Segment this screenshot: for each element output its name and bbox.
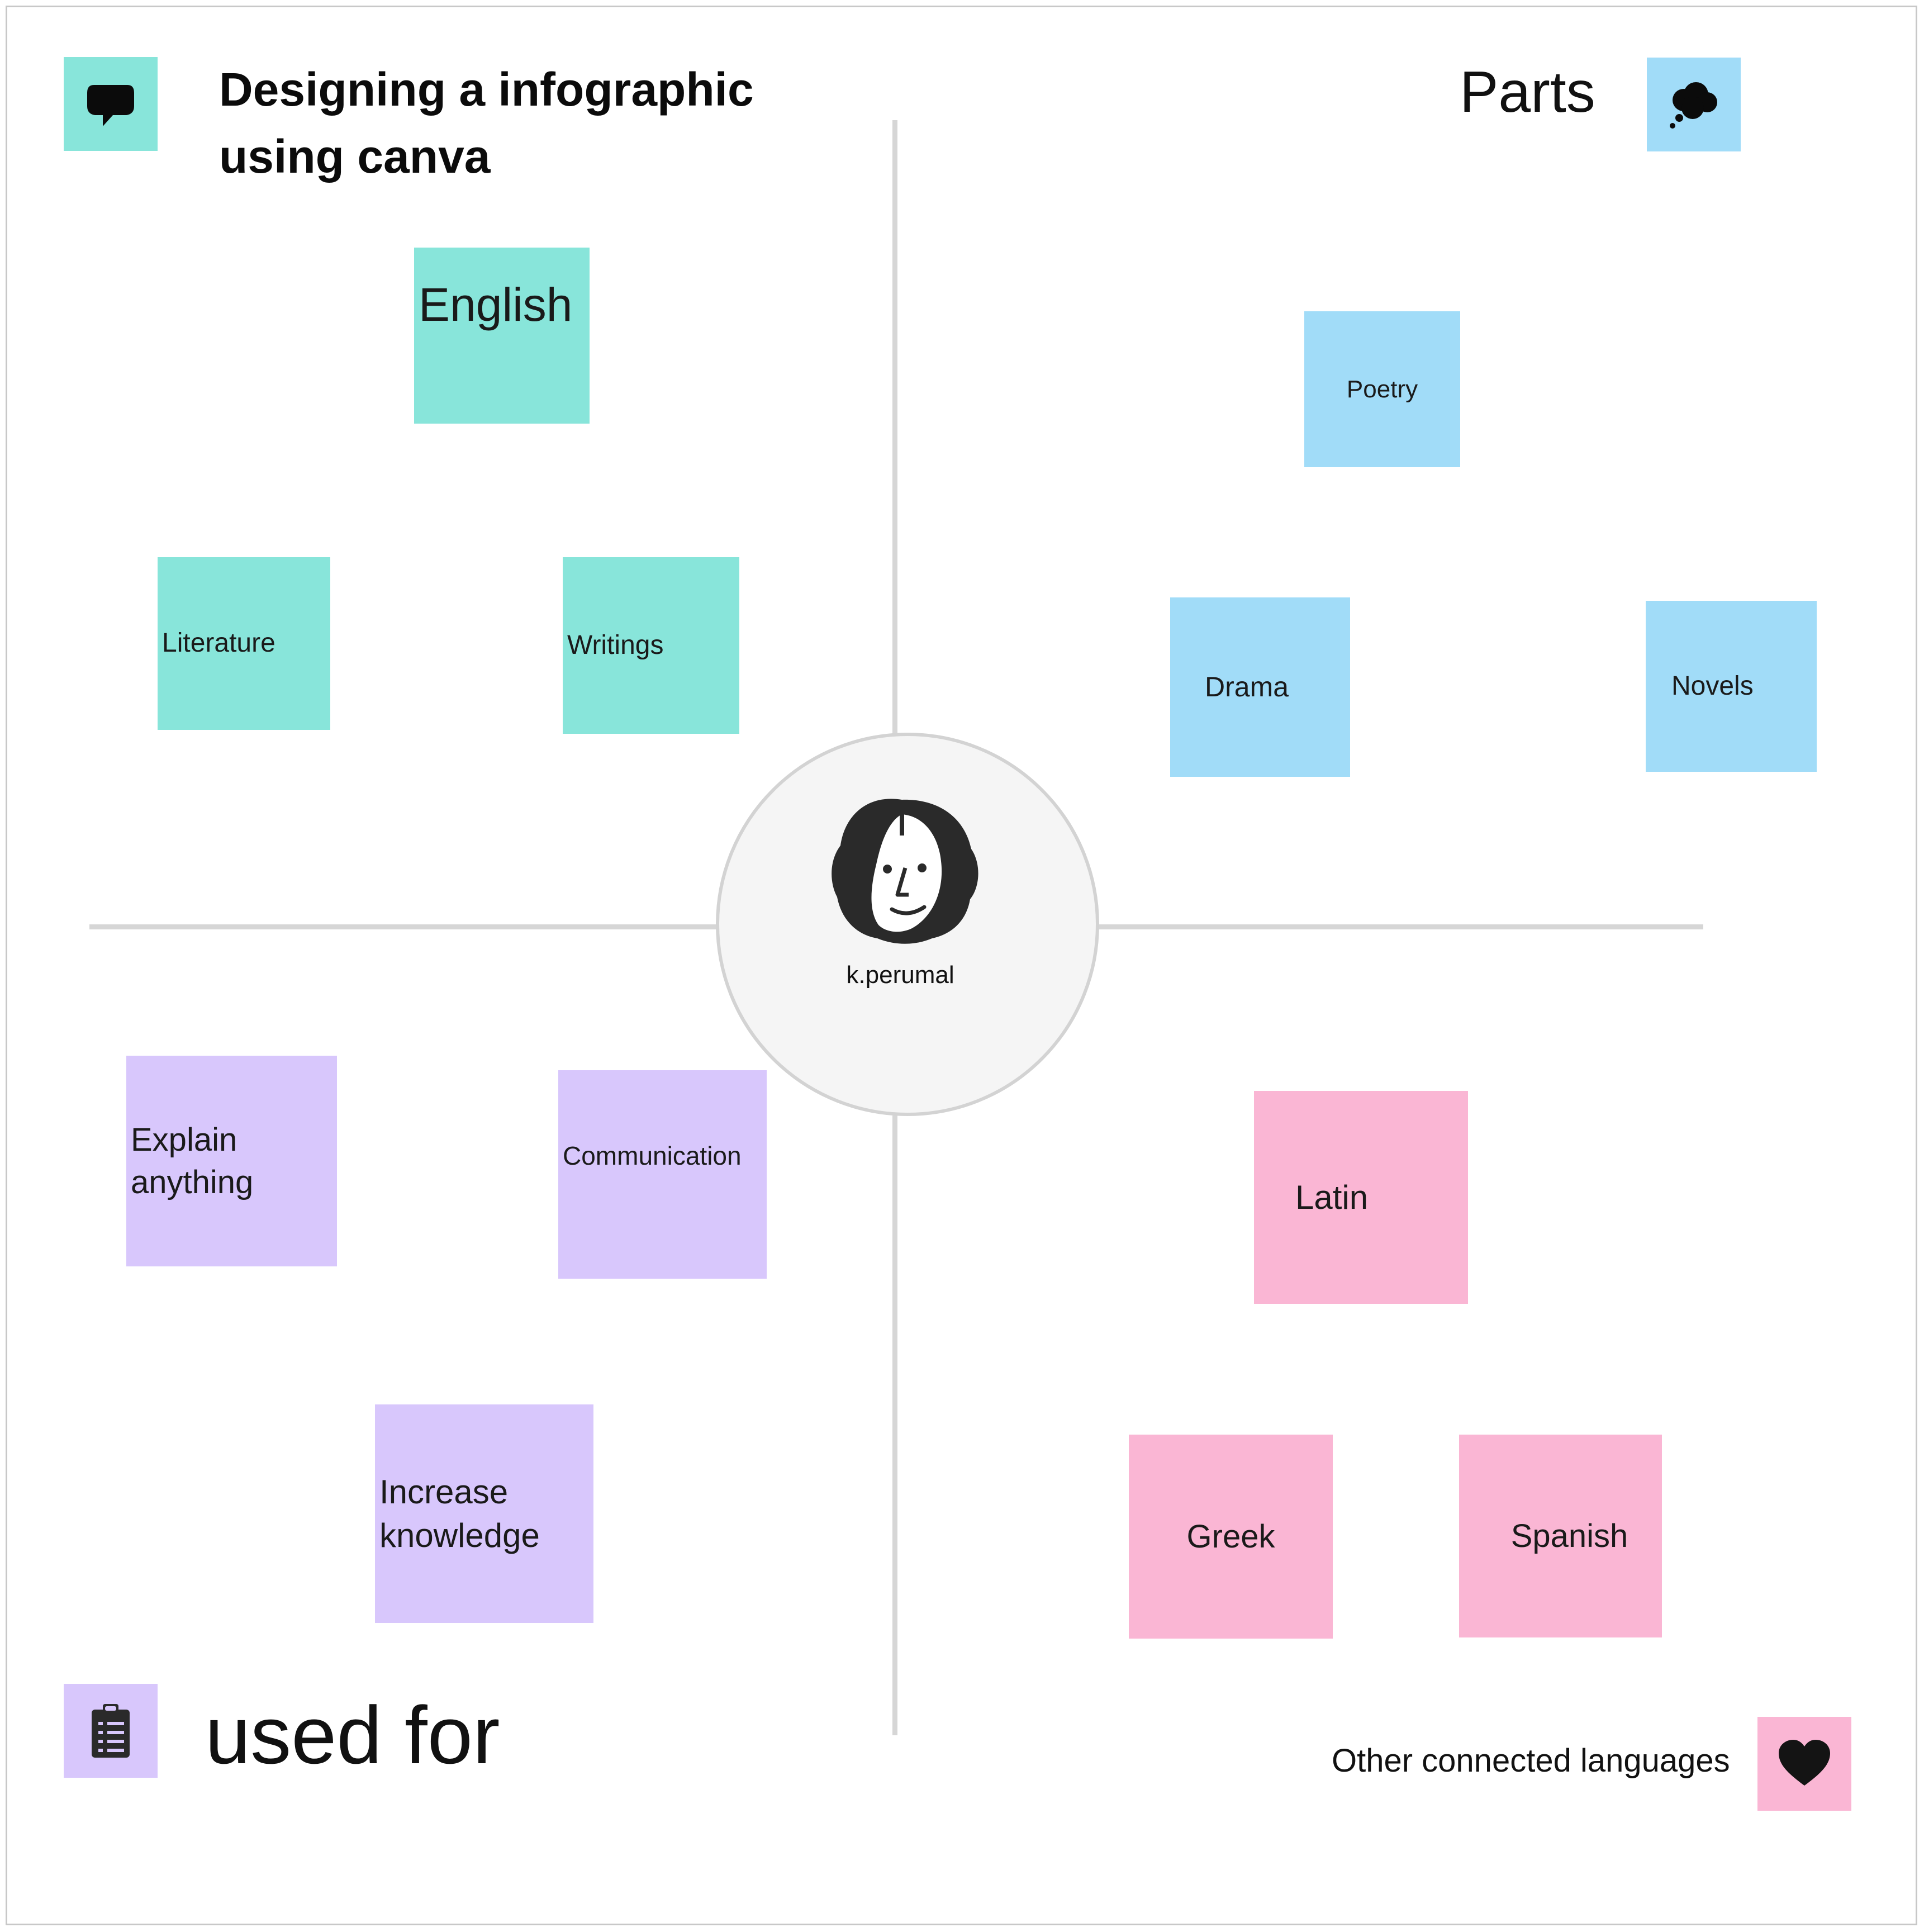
vertical-axis-bottom [892,1115,897,1735]
face-avatar-icon [832,799,978,944]
heart-icon [1757,1717,1851,1811]
note-latin-label: Latin [1295,1178,1369,1216]
note-communication[interactable]: Communication [558,1070,767,1279]
note-novels-label: Novels [1671,671,1754,701]
note-explain[interactable]: Explain anything [126,1056,337,1266]
note-increase-label: Increase knowledge [379,1473,540,1554]
note-novels[interactable]: Novels [1646,601,1817,772]
note-latin[interactable]: Latin [1254,1091,1468,1304]
note-explain-label: Explain anything [131,1122,254,1200]
note-spanish-label: Spanish [1510,1517,1628,1554]
note-literature-label: Literature [162,628,275,658]
note-increase[interactable]: Increase knowledge [375,1404,593,1623]
note-drama[interactable]: Drama [1170,597,1350,777]
note-drama-label: Drama [1205,671,1289,702]
thought-cloud-icon [1647,58,1741,151]
note-spanish[interactable]: Spanish [1459,1435,1662,1637]
parts-heading: Parts [1460,60,1595,125]
speech-bubble-icon [64,57,158,151]
clipboard-checklist-icon [64,1684,158,1778]
used-for-heading: used for [205,1689,500,1781]
note-literature[interactable]: Literature [158,557,330,730]
note-writings-label: Writings [567,630,664,660]
center-profile [716,733,1099,1116]
note-greek[interactable]: Greek [1129,1435,1333,1639]
note-english-label: English [419,278,573,331]
note-english[interactable]: English [414,248,590,424]
note-poetry[interactable]: Poetry [1304,311,1460,467]
vertical-axis-top [892,120,897,734]
other-languages-heading: Other connected languages [1332,1743,1730,1779]
note-communication-label: Communication [563,1141,742,1170]
horizontal-axis-right [1098,924,1703,929]
page-title: Designing a infographic using canva [219,63,754,183]
note-poetry-label: Poetry [1346,375,1418,403]
note-writings[interactable]: Writings [563,557,739,734]
note-greek-label: Greek [1186,1518,1275,1555]
center-name: k.perumal [846,961,954,989]
horizontal-axis-left [89,924,717,929]
